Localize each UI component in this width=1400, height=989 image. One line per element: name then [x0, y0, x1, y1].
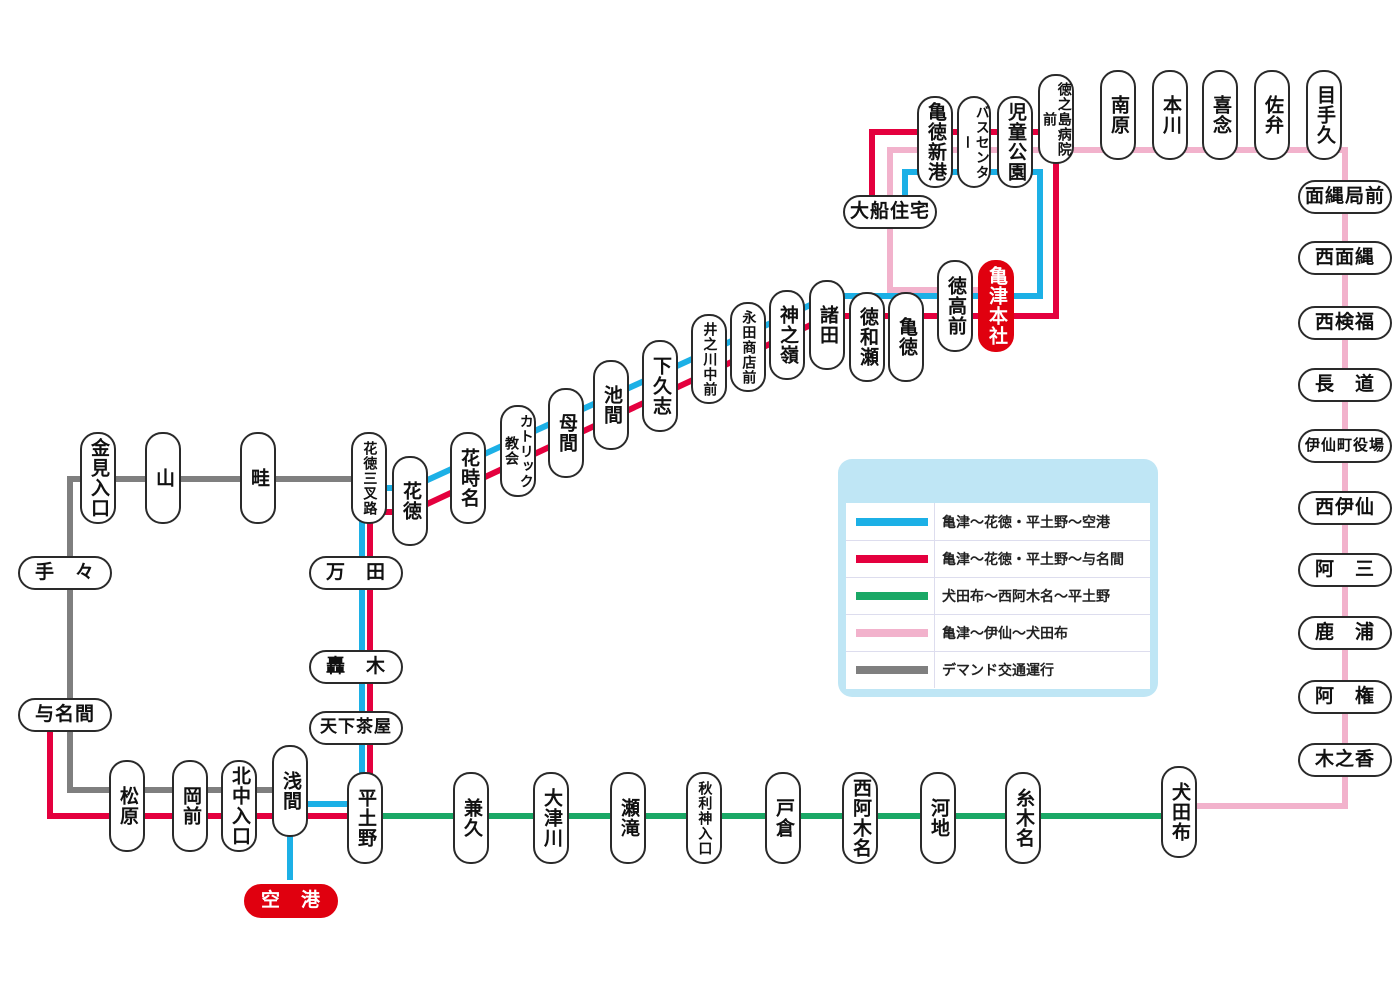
station-kametsu-honsha[interactable]: 亀津本社 — [978, 260, 1014, 352]
station-asan[interactable]: 阿 三 — [1298, 553, 1392, 587]
station-boma[interactable]: 母間 — [548, 388, 584, 478]
station-hongawa[interactable]: 本川 — [1152, 70, 1188, 160]
legend-label: 亀津〜花徳・平土野〜与名間 — [942, 552, 1124, 568]
station-kinen[interactable]: 喜念 — [1202, 70, 1238, 160]
station-kinoko[interactable]: 木之香 — [1298, 743, 1392, 777]
station-omonawa-kyoku[interactable]: 面縄局前 — [1298, 180, 1392, 214]
station-mada[interactable]: 万 田 — [309, 556, 403, 590]
station-yama[interactable]: 山 — [145, 432, 181, 524]
station-akiri[interactable]: 秋利神入口 — [686, 772, 722, 864]
legend-label: デマンド交通運行 — [942, 663, 1054, 679]
legend-label: 犬田布〜西阿木名〜平土野 — [942, 589, 1110, 605]
station-kaneku[interactable]: 兼久 — [453, 772, 489, 864]
station-inokawa-chugaku[interactable]: 井之川中前 — [691, 314, 727, 404]
station-jido-koen[interactable]: 児童公園 — [997, 96, 1033, 188]
station-yonama[interactable]: 与名間 — [18, 698, 112, 732]
station-kametoku[interactable]: 亀徳 — [888, 292, 924, 382]
station-asama[interactable]: 浅間 — [272, 745, 308, 837]
legend-row-blue: 亀津〜花徳・平土野〜空港 — [846, 503, 1150, 541]
station-heta[interactable]: 平土野 — [347, 772, 383, 864]
station-ofune-jutaku[interactable]: 大船住宅 — [843, 195, 937, 229]
station-kawachi[interactable]: 河地 — [920, 772, 956, 864]
station-towase[interactable]: 徳和瀬 — [849, 292, 885, 382]
station-kitanaka[interactable]: 北中入口 — [221, 760, 257, 852]
station-tokushima-byoin[interactable]: 徳之島病院前 — [1038, 74, 1074, 164]
station-moroda[interactable]: 諸田 — [809, 280, 845, 370]
station-setaki[interactable]: 瀬滝 — [610, 772, 646, 864]
station-kamedoku-shinko[interactable]: 亀徳新港 — [917, 96, 953, 188]
station-metegu[interactable]: 目手久 — [1306, 70, 1342, 160]
legend-row-green: 犬田布〜西阿木名〜平土野 — [846, 577, 1150, 615]
station-kaura[interactable]: 鹿 浦 — [1298, 616, 1392, 650]
station-agon[interactable]: 阿 権 — [1298, 680, 1392, 714]
station-catholic[interactable]: カトリック教会 — [500, 405, 536, 497]
station-kuko[interactable]: 空 港 — [244, 884, 338, 918]
station-saben[interactable]: 佐弁 — [1254, 70, 1290, 160]
station-nishi-kenpuku[interactable]: 西検福 — [1298, 306, 1392, 340]
station-otsukawa[interactable]: 大津川 — [533, 772, 569, 864]
station-nagata-shoten[interactable]: 永田商店前 — [730, 302, 766, 392]
station-bus-center[interactable]: バスセンター — [957, 96, 991, 188]
station-ketoku-sanmichi[interactable]: 花徳三叉路 — [351, 432, 387, 524]
station-isen-yakuba[interactable]: 伊仙町役場 — [1298, 429, 1392, 463]
station-inutabu[interactable]: 犬田布 — [1161, 766, 1197, 858]
legend-row-red: 亀津〜花徳・平土野〜与名間 — [846, 540, 1150, 578]
station-ikema[interactable]: 池間 — [593, 360, 629, 450]
legend-swatch — [856, 592, 928, 600]
station-todoroki[interactable]: 轟 木 — [309, 650, 403, 684]
station-toguchi[interactable]: 戸倉 — [765, 772, 801, 864]
station-kaminomine[interactable]: 神之嶺 — [769, 290, 805, 380]
station-tete[interactable]: 手 々 — [18, 556, 112, 590]
legend-swatch — [856, 555, 928, 563]
legend-swatch — [856, 666, 928, 674]
legend-body: 亀津〜花徳・平土野〜空港 亀津〜花徳・平土野〜与名間 犬田布〜西阿木名〜平土野 … — [846, 503, 1150, 689]
legend-row-pink: 亀津〜伊仙〜犬田布 — [846, 614, 1150, 652]
station-tokko-mae[interactable]: 徳高前 — [937, 260, 973, 352]
legend: 亀津〜花徳・平土野〜空港 亀津〜花徳・平土野〜与名間 犬田布〜西阿木名〜平土野 … — [838, 459, 1158, 697]
station-matsubara[interactable]: 松原 — [109, 760, 145, 852]
legend-swatch — [856, 518, 928, 526]
station-okamae[interactable]: 岡前 — [172, 760, 208, 852]
legend-label: 亀津〜花徳・平土野〜空港 — [942, 515, 1110, 531]
pink-line-east — [887, 147, 1348, 809]
station-itoki[interactable]: 糸木名 — [1005, 772, 1041, 864]
station-ketoku-toma[interactable]: 花時名 — [450, 432, 486, 524]
legend-row-gray: デマンド交通運行 — [846, 651, 1150, 688]
station-kanami-iriguchi[interactable]: 金見入口 — [80, 432, 116, 524]
station-nishi-agina[interactable]: 西阿木名 — [842, 772, 878, 864]
station-nishi-isen[interactable]: 西伊仙 — [1298, 491, 1392, 525]
station-nagamichi[interactable]: 長 道 — [1298, 368, 1392, 402]
station-nishi-omonawa[interactable]: 西面縄 — [1298, 241, 1392, 275]
legend-swatch — [856, 629, 928, 637]
station-aze[interactable]: 畦 — [240, 432, 276, 524]
station-shimokushi[interactable]: 下久志 — [642, 340, 678, 432]
station-minamihara[interactable]: 南原 — [1100, 70, 1136, 160]
legend-label: 亀津〜伊仙〜犬田布 — [942, 626, 1068, 642]
station-ketoku[interactable]: 花徳 — [392, 456, 428, 546]
station-tenka-chaya[interactable]: 天下茶屋 — [309, 711, 403, 745]
